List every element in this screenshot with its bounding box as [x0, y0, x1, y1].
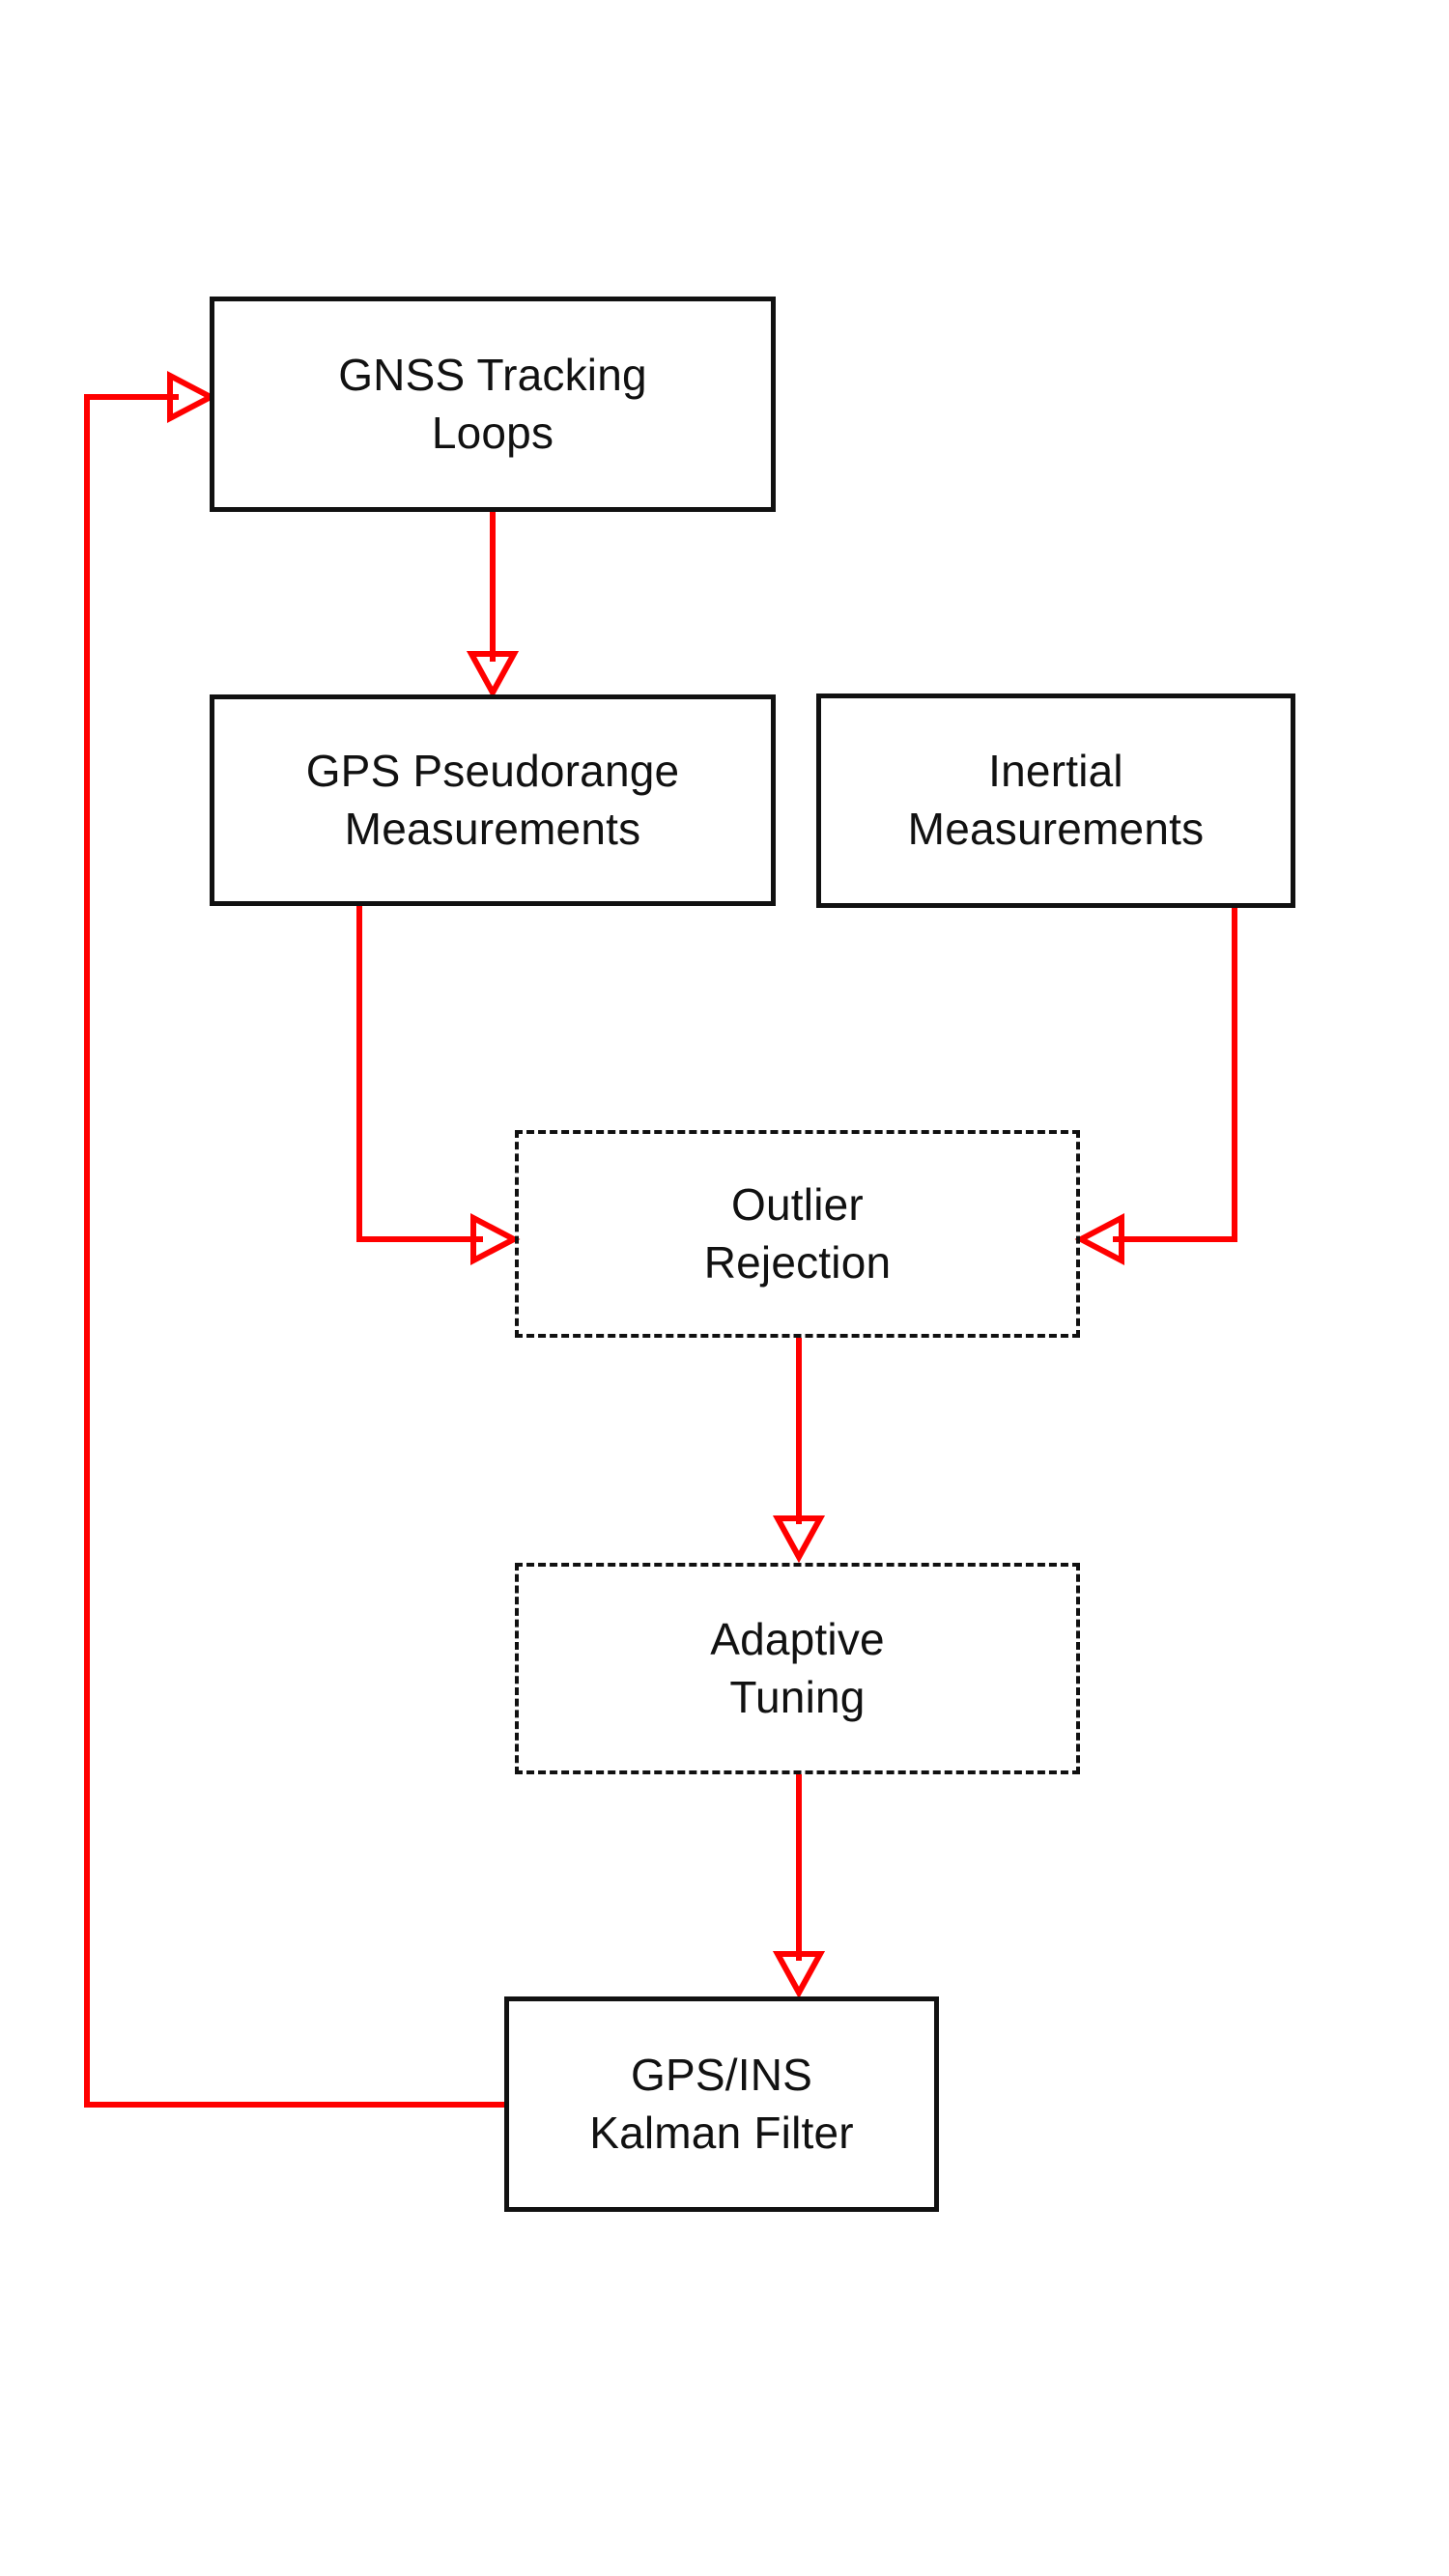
node-adaptive-tuning[interactable]: Adaptive Tuning: [515, 1563, 1080, 1774]
node-label: GPS Pseudorange Measurements: [305, 745, 680, 854]
node-label: Inertial Measurements: [907, 746, 1205, 854]
edge-line: [84, 394, 504, 2108]
node-label: Outlier Rejection: [703, 1178, 892, 1288]
edge-adaptive-to-kalman: [772, 1774, 826, 1999]
arrowhead-right-icon: [470, 1213, 521, 1265]
edge-outlier-to-adaptive: [772, 1338, 826, 1564]
edge-line: [1113, 908, 1237, 1242]
arrowhead-down-icon: [772, 1515, 826, 1564]
node-outlier-rejection[interactable]: Outlier Rejection: [515, 1130, 1080, 1338]
arrowhead-left-icon: [1074, 1213, 1124, 1265]
arrowhead-down-icon: [466, 651, 520, 699]
edge-gnss-to-pseudorange: [466, 512, 520, 699]
node-label: GPS/INS Kalman Filter: [589, 2049, 854, 2158]
arrowhead-down-icon: [772, 1951, 826, 1999]
arrowhead-right-icon: [167, 371, 217, 423]
edge-kalman-feedback-to-gnss: [84, 371, 504, 2108]
edge-line: [356, 906, 483, 1242]
node-inertial-measurements[interactable]: Inertial Measurements: [816, 694, 1295, 908]
node-gps-ins-kalman-filter[interactable]: GPS/INS Kalman Filter: [504, 1996, 939, 2212]
node-label: GNSS Tracking Loops: [338, 349, 647, 458]
edge-inertial-to-outlier: [1074, 908, 1237, 1265]
edge-pseudorange-to-outlier: [356, 906, 521, 1265]
node-gnss-tracking-loops[interactable]: GNSS Tracking Loops: [210, 297, 776, 512]
node-gps-pseudorange-measurements[interactable]: GPS Pseudorange Measurements: [210, 694, 776, 906]
node-label: Adaptive Tuning: [710, 1613, 885, 1722]
